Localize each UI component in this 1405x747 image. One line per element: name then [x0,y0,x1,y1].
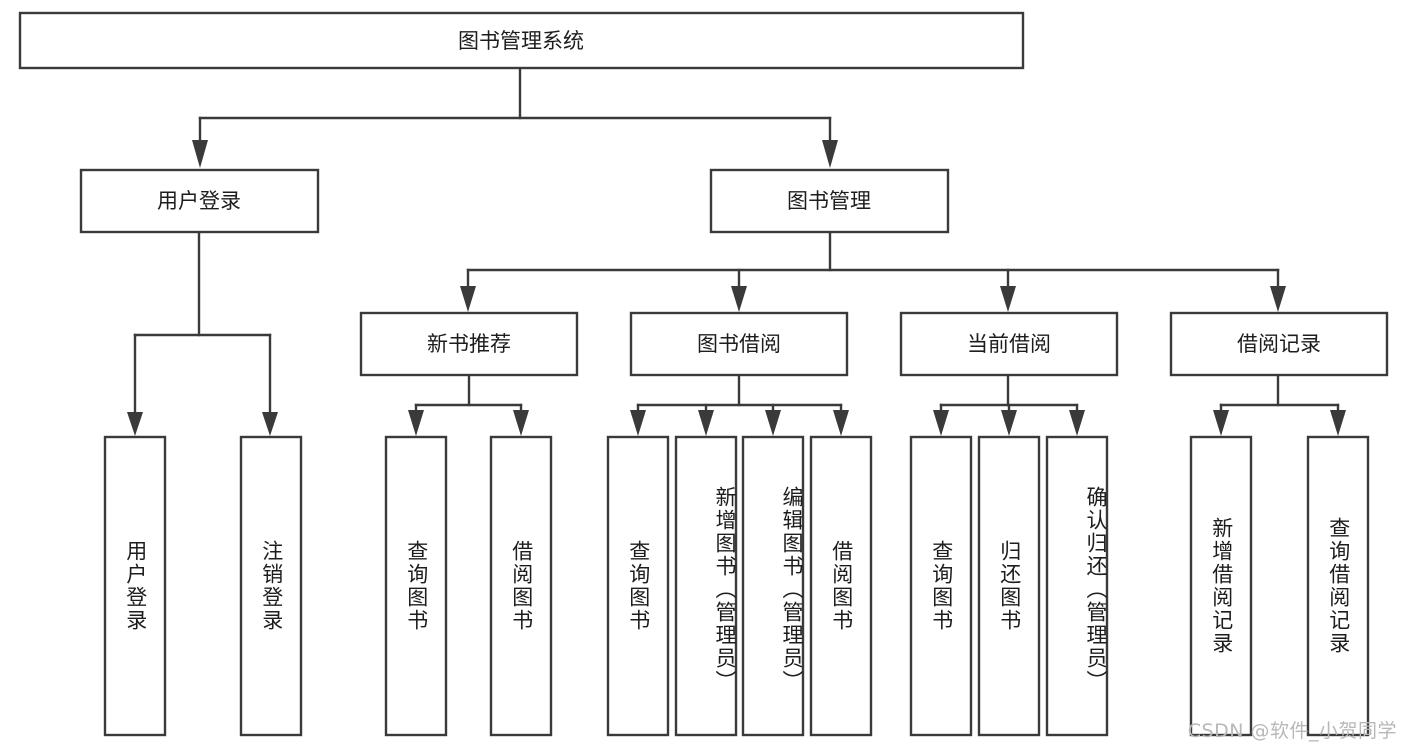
arrow-borrowbook-leaf2 [698,410,714,436]
node-borrow-record-box[interactable] [1169,311,1389,377]
leaf-box-logout[interactable] [239,435,303,737]
arrow-userlogin-leaf2 [262,412,278,436]
arrow-borrowrecord-leaf2 [1330,410,1346,436]
leaf-box-add-book-admin[interactable] [674,435,738,737]
node-new-book-recommend-label: 新书推荐 [427,332,511,356]
connectors-root [127,66,1346,436]
leaf-box-add-borrow-record[interactable] [1189,435,1253,737]
node-root-system-label: 图书管理系统 [458,29,584,53]
node-new-book-recommend-box[interactable] [359,311,579,377]
arrow-userlogin-leaf1 [127,412,143,436]
arrow-currentborrow-leaf1 [933,410,949,436]
leaf-box-borrow-book-newbook[interactable] [489,435,553,737]
arrow-borrowbook-leaf1 [630,410,646,436]
node-borrow-record-label: 借阅记录 [1237,332,1321,356]
node-book-management-box[interactable] [709,168,950,234]
arrow-borrowbook-leaf4 [833,410,849,436]
leaf-box-return-book[interactable] [977,435,1041,737]
leaf-box-query-borrow-record[interactable] [1306,435,1370,737]
arrow-currentborrow-leaf3 [1069,410,1085,436]
node-root-system[interactable]: 图书管理系统 [18,11,1025,70]
arrow-newbook-leaf1 [408,410,424,436]
node-book-borrow[interactable]: 图书借阅 [629,311,849,377]
node-book-borrow-box[interactable] [629,311,849,377]
node-current-borrow-label: 当前借阅 [967,332,1051,356]
leaf-box-edit-book-admin[interactable] [741,435,805,737]
leaf-box-query-book-current[interactable] [909,435,973,737]
arrow-to-book-mgmt [822,140,838,168]
leaf-box-query-book-borrow[interactable] [606,435,670,737]
arrow-currentborrow-leaf2 [1001,410,1017,436]
leaf-box-confirm-return-admin[interactable] [1045,435,1109,737]
node-book-management[interactable]: 图书管理 [709,168,950,234]
node-user-login-box[interactable] [79,168,320,234]
arrow-to-borrow-record [1270,286,1286,312]
node-current-borrow-box[interactable] [899,311,1119,377]
node-new-book-recommend[interactable]: 新书推荐 [359,311,579,377]
node-current-borrow[interactable]: 当前借阅 [899,311,1119,377]
watermark-text: CSDN @软件_小贺同学 [1187,720,1397,742]
node-user-login[interactable]: 用户登录 [79,168,320,234]
node-book-management-label: 图书管理 [787,189,871,213]
leaf-box-user-login[interactable] [103,435,167,737]
leaf-box-borrow-book[interactable] [809,435,873,737]
arrow-borrowrecord-leaf1 [1213,410,1229,436]
node-borrow-record[interactable]: 借阅记录 [1169,311,1389,377]
arrow-to-new-book [460,286,476,312]
arrow-to-user-login [192,140,208,168]
arrow-newbook-leaf2 [513,410,529,436]
node-book-borrow-label: 图书借阅 [697,332,781,356]
node-user-login-label: 用户登录 [157,189,241,213]
leaf-boxes-root [103,435,1370,737]
arrow-borrowbook-leaf3 [765,410,781,436]
node-root-system-box[interactable] [18,11,1025,70]
arrow-to-borrow-book [731,286,747,312]
leaf-box-query-book-newbook[interactable] [384,435,448,737]
arrow-to-current-borrow [1000,286,1016,312]
